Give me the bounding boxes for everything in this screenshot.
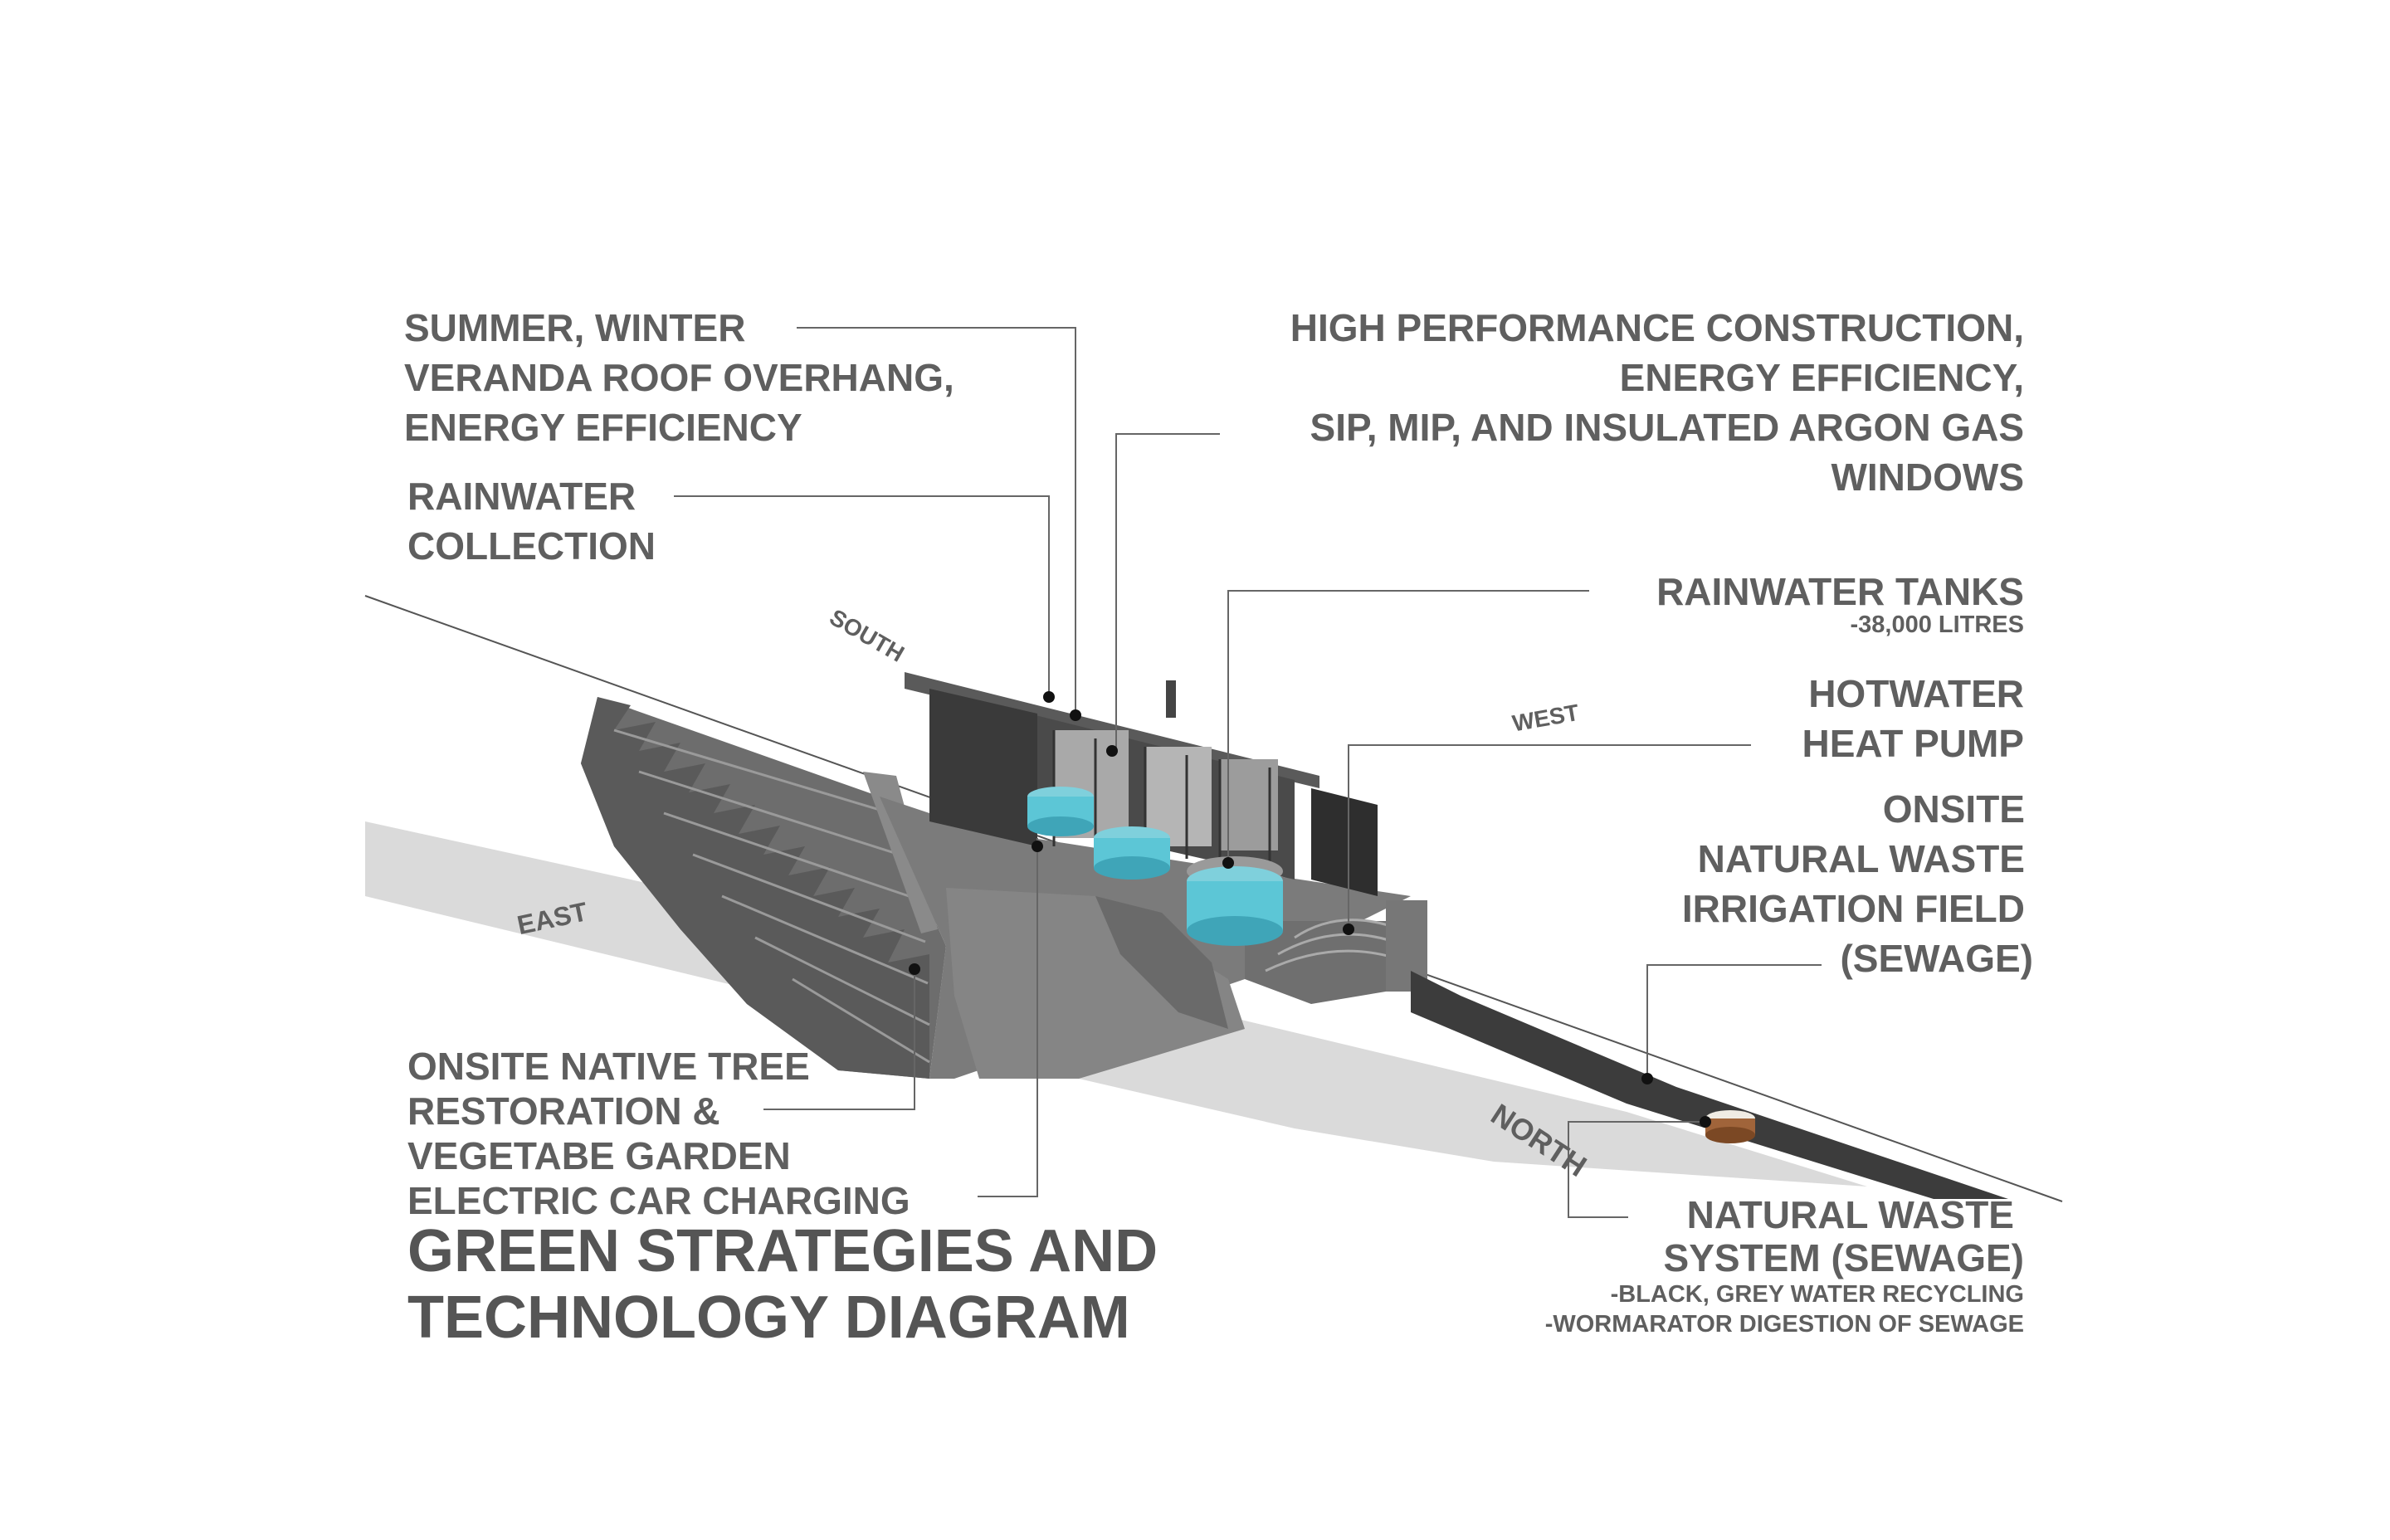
label-onsite-waste-irrigation: ONSITE NATURAL WASTE IRRIGATION FIELD (S… xyxy=(1682,784,2033,983)
label-natural-waste-system: NATURAL WASTE SYSTEM (SEWAGE) -BLACK, GR… xyxy=(1545,1193,2024,1339)
label-line: NATURAL WASTE xyxy=(1697,837,2025,880)
label-line: HIGH PERFORMANCE CONSTRUCTION, xyxy=(1290,306,2024,349)
label-line: ENERGY EFFICIENCY, xyxy=(1619,356,2024,399)
water-tanks xyxy=(1027,787,1283,946)
label-rainwater-collection: RAINWATER COLLECTION xyxy=(407,471,656,571)
label-veranda-overhang: SUMMER, WINTER VERANDA ROOF OVERHANG, EN… xyxy=(404,303,954,452)
marker-dots xyxy=(909,691,1711,1128)
driveway xyxy=(946,888,1245,1079)
label-line: HOTWATER xyxy=(1808,672,2024,715)
label-line: VERANDA ROOF OVERHANG, xyxy=(404,356,954,399)
label-line: IRRIGATION FIELD xyxy=(1681,887,2025,930)
label-line: RAINWATER TANKS xyxy=(1656,570,2024,613)
terraced-hillside xyxy=(581,697,946,1079)
label-hotwater-heat-pump: HOTWATER HEAT PUMP xyxy=(1802,669,2025,768)
label-native-tree: ONSITE NATIVE TREE RESTORATION & VEGETAB… xyxy=(407,1044,910,1223)
label-line: RAINWATER xyxy=(407,475,637,518)
driveway-ramp xyxy=(1095,896,1228,1029)
label-line: ENERGY EFFICIENCY xyxy=(404,406,802,449)
label-line: NATURAL WASTE xyxy=(1686,1193,2014,1236)
label-line: SIP, MIP, AND INSULATED ARGON GAS xyxy=(1310,406,2024,449)
leader-lines xyxy=(674,327,1822,1218)
label-line: (SEWAGE) xyxy=(1840,937,2033,980)
label-line: SYSTEM (SEWAGE) xyxy=(1663,1236,2024,1279)
label-line: RESTORATION & xyxy=(407,1089,720,1133)
label-line: ONSITE xyxy=(1882,787,2025,831)
label-detail: -38,000 LITRES xyxy=(1850,612,2024,638)
label-detail: -BLACK, GREY WATER RECYCLING xyxy=(1610,1281,2024,1308)
label-high-performance: HIGH PERFORMANCE CONSTRUCTION, ENERGY EF… xyxy=(1290,303,2024,502)
label-rainwater-tanks: RAINWATER TANKS -38,000 LITRES xyxy=(1656,567,2024,640)
label-line: SUMMER, WINTER xyxy=(404,306,746,349)
label-line: VEGETABE GARDEN xyxy=(407,1134,791,1177)
septic-tank xyxy=(1705,1110,1755,1143)
title-line: GREEN STRATEGIES AND xyxy=(407,1218,1158,1284)
label-line: ONSITE NATIVE TREE xyxy=(407,1045,810,1088)
label-line: COLLECTION xyxy=(407,524,656,568)
title-line: TECHNOLOGY DIAGRAM xyxy=(407,1284,1130,1351)
label-detail: -WORMARATOR DIGESTION OF SEWAGE xyxy=(1544,1311,2024,1338)
label-line: ELECTRIC CAR CHARGING xyxy=(407,1179,910,1222)
label-line: WINDOWS xyxy=(1831,456,2024,499)
label-line: HEAT PUMP xyxy=(1802,722,2025,765)
diagram-title: GREEN STRATEGIES AND TECHNOLOGY DIAGRAM xyxy=(407,1218,1158,1351)
